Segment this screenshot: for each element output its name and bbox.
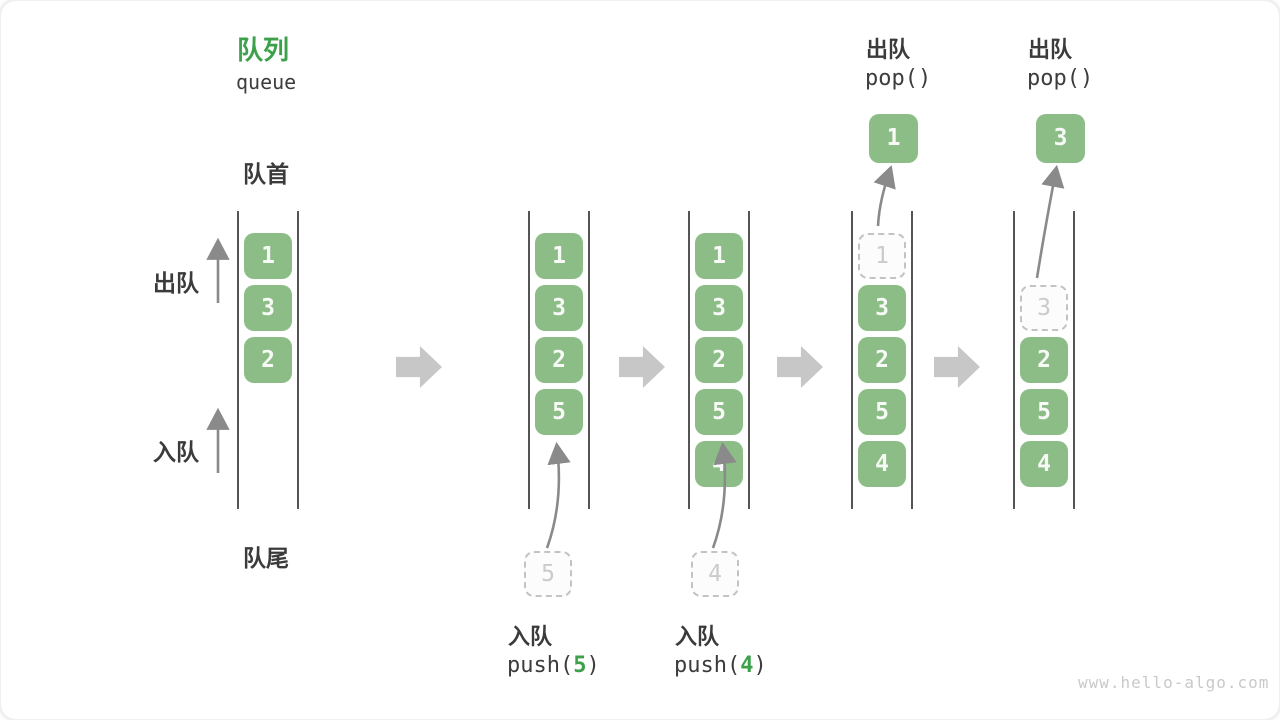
removed-element-ghost: 1 [858, 233, 906, 279]
push-operation-label-zh: 入队 [675, 624, 720, 649]
pop-operation-code: pop() [865, 66, 932, 91]
queue-element: 2 [858, 337, 906, 383]
state-transition-arrow-icon [777, 346, 823, 388]
state-transition-arrow-icon [396, 346, 442, 388]
state-transition-arrow-icon [619, 346, 665, 388]
queue-state-1-tube [237, 211, 299, 509]
popped-element: 1 [869, 114, 918, 163]
queue-element: 5 [1020, 389, 1068, 435]
queue-element: 5 [858, 389, 906, 435]
diagram-title-en: queue [236, 70, 297, 94]
label-queue-rear: 队尾 [243, 545, 289, 571]
queue-element: 5 [535, 389, 583, 435]
queue-element: 2 [695, 337, 743, 383]
label-enqueue-direction: 入队 [153, 439, 199, 465]
queue-state-4-tube [851, 211, 913, 509]
queue-element: 2 [244, 337, 292, 383]
push-operation-label-zh: 入队 [508, 624, 553, 649]
queue-element: 1 [535, 233, 583, 279]
code-arg: 4 [740, 653, 754, 678]
label-dequeue-direction: 出队 [153, 270, 199, 296]
queue-state-2-tube [528, 211, 590, 509]
code-post: ) [753, 653, 767, 678]
queue-element: 4 [1020, 441, 1068, 487]
pop-operation-code: pop() [1027, 66, 1094, 91]
queue-element: 1 [695, 233, 743, 279]
queue-element: 3 [244, 285, 292, 331]
code-post: ) [586, 653, 600, 678]
queue-element: 3 [535, 285, 583, 331]
label-queue-front: 队首 [243, 161, 289, 187]
popped-element: 3 [1036, 114, 1085, 163]
removed-element-ghost: 3 [1020, 285, 1068, 331]
queue-element: 2 [535, 337, 583, 383]
diagram-title-zh: 队列 [237, 35, 290, 65]
queue-element: 4 [695, 441, 743, 487]
code-arg: 5 [573, 653, 587, 678]
queue-element: 2 [1020, 337, 1068, 383]
queue-element: 3 [858, 285, 906, 331]
queue-element: 1 [244, 233, 292, 279]
pop-operation-label-zh: 出队 [1028, 37, 1073, 62]
queue-state-3-tube [688, 211, 750, 509]
incoming-element-ghost: 5 [524, 551, 572, 597]
pop-operation-label-zh: 出队 [866, 37, 911, 62]
push-operation-code: push(5) [507, 653, 600, 678]
code-pre: push( [674, 653, 741, 678]
incoming-element-ghost: 4 [691, 551, 739, 597]
queue-element: 5 [695, 389, 743, 435]
queue-state-5-tube [1013, 211, 1075, 509]
queue-element: 3 [695, 285, 743, 331]
state-transition-arrow-icon [934, 346, 980, 388]
push-operation-code: push(4) [674, 653, 767, 678]
queue-element: 4 [858, 441, 906, 487]
watermark: www.hello-algo.com [1078, 673, 1270, 692]
code-pre: push( [507, 653, 574, 678]
